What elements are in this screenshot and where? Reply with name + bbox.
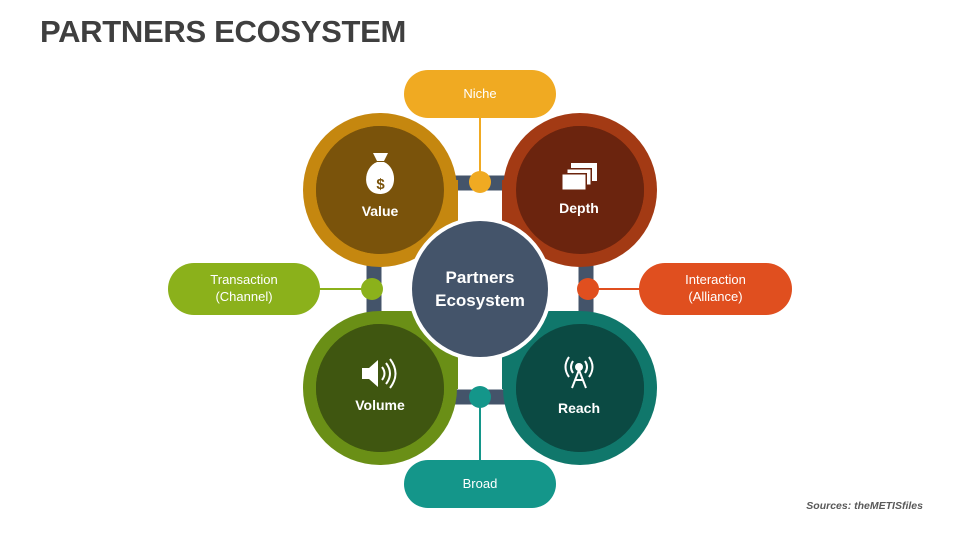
antenna-icon <box>564 356 594 389</box>
center-label: Partners Ecosystem <box>410 267 550 313</box>
center-label-line1: Partners <box>445 268 515 287</box>
volume-inner-disc <box>316 324 444 452</box>
volume-label: Volume <box>355 397 405 413</box>
svg-text:$: $ <box>376 176 385 193</box>
reach-inner-disc <box>516 324 644 452</box>
niche-pill-label: Niche <box>463 85 497 101</box>
niche-pill: Niche <box>404 70 556 118</box>
depth-label: Depth <box>559 200 599 216</box>
layers-icon <box>561 163 597 191</box>
reach-label: Reach <box>557 400 601 416</box>
broad-dot <box>469 386 491 408</box>
broad-pill: Broad <box>404 460 556 508</box>
interaction-dot <box>577 278 599 300</box>
interaction-pill: Interaction (Alliance) <box>639 263 792 315</box>
transaction-pill-line2: (Channel) <box>215 289 273 304</box>
center-circle <box>412 221 548 357</box>
center-label-line2: Ecosystem <box>435 290 525 310</box>
broad-pill-label: Broad <box>462 475 498 491</box>
interaction-pill-line1: Interaction <box>685 272 746 288</box>
value-label: Value <box>361 203 399 219</box>
transaction-pill-line1: Transaction <box>210 272 278 288</box>
niche-dot <box>469 171 491 193</box>
source-note: Sources: theMETISfiles <box>806 500 923 512</box>
interaction-pill-line2: (Alliance) <box>688 289 743 304</box>
speaker-icon <box>362 358 397 389</box>
transaction-pill: Transaction (Channel) <box>168 263 320 315</box>
transaction-dot <box>361 278 383 300</box>
money-bag-icon: $ <box>366 153 395 194</box>
page-title: PARTNERS ECOSYSTEM <box>40 14 407 49</box>
